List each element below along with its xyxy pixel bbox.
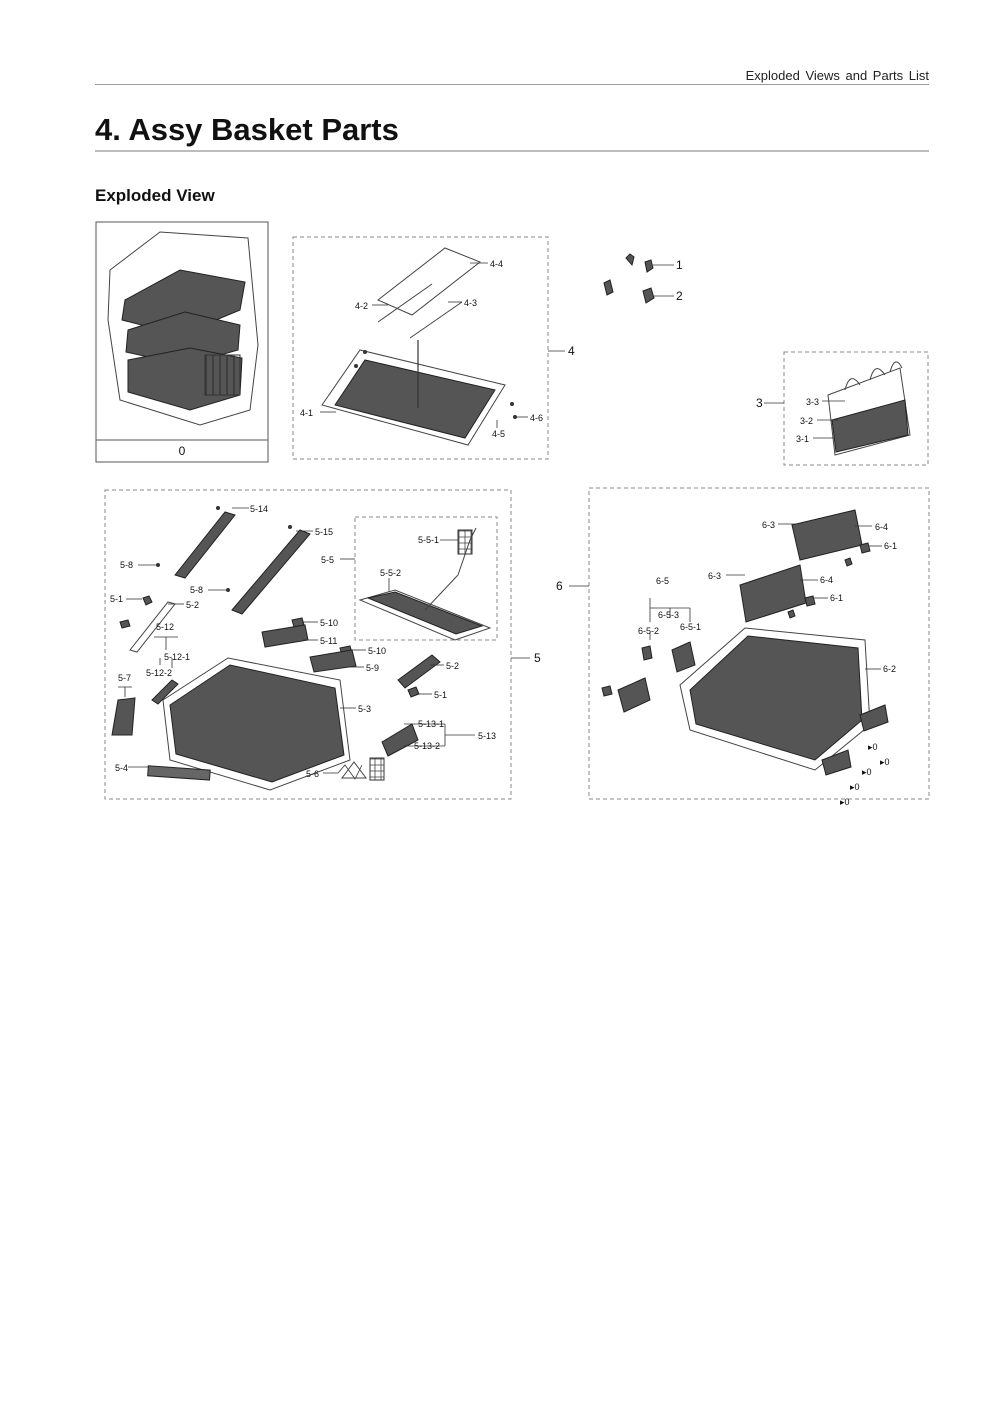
running-title: Exploded Views and Parts List xyxy=(745,68,929,83)
callout-5-2-left: 5-2 xyxy=(186,600,199,610)
callout-5-1-right: 5-1 xyxy=(434,690,447,700)
callout-5-11: 5-11 xyxy=(320,636,337,646)
group-5-lower-rack xyxy=(104,489,530,800)
callout-5-10-bottom: 5-10 xyxy=(368,646,386,656)
svg-text:▸0: ▸0 xyxy=(862,767,872,777)
callout-5-3: 5-3 xyxy=(358,704,371,714)
callout-6-2: 6-2 xyxy=(883,664,896,674)
callout-5-15: 5-15 xyxy=(315,527,333,537)
callout-6-3-bottom: 6-3 xyxy=(708,571,721,581)
group-6-rack-assembly: ▸0 ▸0 ▸0 ▸0 ▸0 xyxy=(569,487,930,807)
part-4-1-rack-frame xyxy=(321,340,506,446)
callout-4-3: 4-3 xyxy=(464,298,477,308)
page-header: Exploded Views and Parts List xyxy=(95,66,929,85)
overview-label: 0 xyxy=(179,444,186,458)
callout-3-3: 3-3 xyxy=(806,397,819,407)
callout-6-1-top: 6-1 xyxy=(884,541,897,551)
callout-6-5-3: 6-5-3 xyxy=(658,610,679,620)
overview-panel: 0 xyxy=(95,221,269,463)
callout-5-5-1: 5-5-1 xyxy=(418,535,439,545)
callout-3: 3 xyxy=(756,396,763,410)
callout-2: 2 xyxy=(676,289,683,303)
callout-5-4: 5-4 xyxy=(115,763,128,773)
callout-5-10-top: 5-10 xyxy=(320,618,338,628)
callout-5-8-right: 5-8 xyxy=(190,585,203,595)
callout-5-13-2: 5-13-2 xyxy=(414,741,440,751)
svg-text:▸0: ▸0 xyxy=(868,742,878,752)
callout-5-6: 5-6 xyxy=(306,769,319,779)
callout-3-2: 3-2 xyxy=(800,416,813,426)
callout-6-5-1: 6-5-1 xyxy=(680,622,701,632)
callout-5-13-1: 5-13-1 xyxy=(418,719,444,729)
callout-5-14: 5-14 xyxy=(250,504,268,514)
callout-1: 1 xyxy=(676,258,683,272)
parts-1-2-clips xyxy=(603,253,674,304)
callout-6: 6 xyxy=(556,579,563,593)
callout-5-9: 5-9 xyxy=(366,663,379,673)
callout-5-2-right: 5-2 xyxy=(446,661,459,671)
callout-5-13: 5-13 xyxy=(478,731,496,741)
callout-6-5-2: 6-5-2 xyxy=(638,626,659,636)
svg-text:▸0: ▸0 xyxy=(840,797,850,807)
svg-text:▸0: ▸0 xyxy=(880,757,890,767)
group-3-cutlery-basket xyxy=(764,351,929,466)
callout-4-6: 4-6 xyxy=(530,413,543,423)
callout-6-4-bottom: 6-4 xyxy=(820,575,833,585)
callout-6-4-top: 6-4 xyxy=(875,522,888,532)
callout-5-7: 5-7 xyxy=(118,673,131,683)
callout-5: 5 xyxy=(534,651,541,665)
group-4-upper-rack xyxy=(292,236,565,460)
callout-4-1: 4-1 xyxy=(300,408,313,418)
svg-text:▸0: ▸0 xyxy=(850,782,860,792)
callout-4-4: 4-4 xyxy=(490,259,503,269)
section-subtitle: Exploded View xyxy=(95,186,215,205)
callout-3-1: 3-1 xyxy=(796,434,809,444)
callout-5-5-2: 5-5-2 xyxy=(380,568,401,578)
callout-5-12: 5-12 xyxy=(156,622,174,632)
callout-6-1-bottom: 6-1 xyxy=(830,593,843,603)
callout-5-5: 5-5 xyxy=(321,555,334,565)
group-5-5-spray-arm xyxy=(354,516,498,641)
callout-5-1-left: 5-1 xyxy=(110,594,123,604)
part-4-4-tine-row xyxy=(377,247,488,316)
overview-dishwasher-illustration xyxy=(107,231,259,426)
callout-4-2: 4-2 xyxy=(355,301,368,311)
callout-6-3-top: 6-3 xyxy=(762,520,775,530)
callout-4: 4 xyxy=(568,344,575,358)
section-title: 4. Assy Basket Parts xyxy=(95,110,929,152)
callout-5-12-2: 5-12-2 xyxy=(146,668,172,678)
callout-6-5: 6-5 xyxy=(656,576,669,586)
callout-5-12-1: 5-12-1 xyxy=(164,652,190,662)
callout-4-5: 4-5 xyxy=(492,429,505,439)
callout-5-8-left: 5-8 xyxy=(120,560,133,570)
callout-labels: 1 2 3 3-1 3-2 3-3 4 4-1 4-2 4-3 4-4 4-5 … xyxy=(110,258,897,779)
